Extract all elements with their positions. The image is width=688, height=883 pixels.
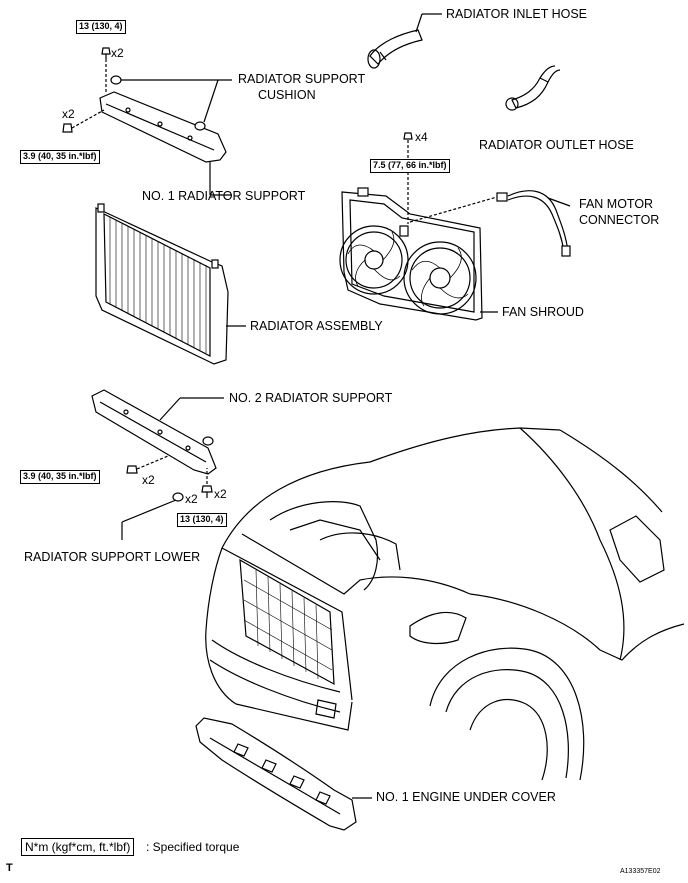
label-no1-radiator-support: NO. 1 RADIATOR SUPPORT bbox=[142, 189, 306, 203]
torque-lower-left-bolt: 3.9 (40, 35 in.*lbf) bbox=[20, 470, 100, 484]
qty-top-bolt: x2 bbox=[111, 46, 124, 60]
no1-radiator-support bbox=[99, 91, 227, 163]
torque-top-bolt: 13 (130, 4) bbox=[76, 20, 126, 34]
radiator-inlet-hose bbox=[367, 29, 423, 69]
radiator-assembly bbox=[95, 203, 229, 365]
legend-torque-text: : Specified torque bbox=[146, 840, 240, 854]
shroud-bolt bbox=[403, 132, 413, 140]
qty-lower-bolt: x2 bbox=[214, 487, 227, 501]
label-radiator-inlet-hose: RADIATOR INLET HOSE bbox=[446, 7, 588, 21]
label-no2-radiator-support: NO. 2 RADIATOR SUPPORT bbox=[229, 391, 393, 405]
qty-lower-left-bolt: x2 bbox=[142, 473, 155, 487]
label-fan-shroud: FAN SHROUD bbox=[502, 305, 584, 319]
lower-bolt bbox=[201, 485, 213, 498]
vehicle-front bbox=[205, 427, 685, 781]
torque-shroud-bolt: 7.5 (77, 66 in.*lbf) bbox=[370, 159, 450, 173]
no2-radiator-support bbox=[91, 389, 217, 475]
fan-motor-connector bbox=[496, 190, 571, 257]
no1-engine-under-cover bbox=[195, 717, 357, 831]
legend-torque-unit: N*m (kgf*cm, ft.*lbf) bbox=[21, 838, 135, 856]
corner-mark: T bbox=[6, 862, 13, 874]
qty-shroud-bolt: x4 bbox=[415, 130, 428, 144]
figure-id: A133357E02 bbox=[620, 868, 661, 875]
qty-top-left-bolt: x2 bbox=[62, 107, 75, 121]
top-left-bolt bbox=[62, 123, 73, 133]
lower-left-bolt bbox=[126, 465, 138, 474]
torque-top-left-bolt: 3.9 (40, 35 in.*lbf) bbox=[20, 150, 100, 164]
torque-lower-bolt: 13 (130, 4) bbox=[177, 513, 227, 527]
label-radiator-outlet-hose: RADIATOR OUTLET HOSE bbox=[479, 138, 634, 152]
label-fan-motor-connector-line1: FAN MOTOR bbox=[579, 197, 654, 211]
top-cushion bbox=[110, 75, 206, 131]
lower-cushion bbox=[172, 436, 214, 502]
label-radiator-support-cushion-line2: CUSHION bbox=[258, 88, 316, 102]
label-no1-engine-under-cover: NO. 1 ENGINE UNDER COVER bbox=[376, 790, 556, 804]
top-bolt bbox=[101, 47, 111, 62]
radiator-outlet-hose bbox=[505, 65, 561, 111]
label-radiator-assembly: RADIATOR ASSEMBLY bbox=[250, 319, 383, 333]
fan-shroud bbox=[339, 187, 483, 321]
label-radiator-support-cushion-line1: RADIATOR SUPPORT bbox=[238, 72, 366, 86]
qty-lower-cushion: x2 bbox=[185, 492, 198, 506]
label-radiator-support-lower: RADIATOR SUPPORT LOWER bbox=[24, 550, 201, 564]
label-fan-motor-connector-line2: CONNECTOR bbox=[579, 213, 660, 227]
